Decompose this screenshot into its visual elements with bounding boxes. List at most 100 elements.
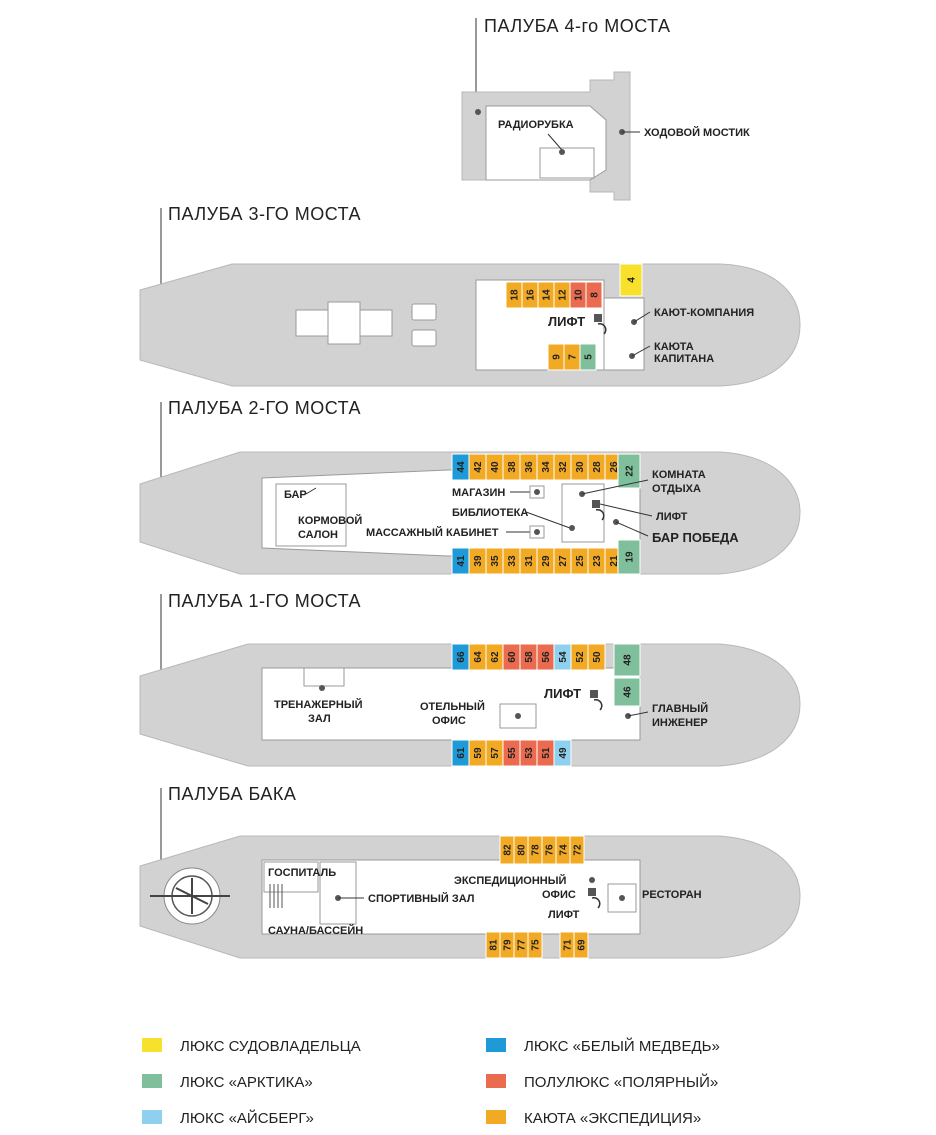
radio-room-label: РАДИОРУБКА: [498, 119, 574, 131]
cabin-79-number: 79: [503, 939, 514, 951]
deck-3-vent-2: [411, 329, 437, 347]
cabin-35-number: 35: [490, 555, 501, 567]
exp-office-label-2: ОФИС: [542, 889, 576, 901]
cabin-77-number: 77: [517, 939, 528, 951]
cabin-53-number: 53: [524, 747, 535, 759]
hospital-room: [263, 861, 319, 893]
hospital-label: ГОСПИТАЛЬ: [268, 867, 336, 879]
cabin-81-number: 81: [489, 939, 500, 951]
radio-room: [539, 147, 595, 179]
cabin-7-number: 7: [568, 354, 579, 360]
deck-3-hatch-cross: [327, 301, 361, 345]
rest-room-label-2: ОТДЫХА: [652, 483, 701, 495]
cabin-41-number: 41: [456, 555, 467, 567]
cabin-26-number: 26: [609, 461, 620, 473]
deck-1-stairs-icon: [593, 698, 603, 711]
deck-2-lift-icon: [592, 500, 600, 508]
hotel-office-label-2: ОФИС: [432, 715, 466, 727]
cabin-48[interactable]: [613, 643, 641, 677]
cabin-59-number: 59: [473, 747, 484, 759]
legend-swatch-expedition: [486, 1110, 506, 1124]
library-leader: [525, 511, 571, 529]
cabin-40-number: 40: [490, 461, 501, 473]
gym-equipment: [303, 667, 345, 687]
chief-engineer-leader: [627, 711, 649, 717]
deck-3-stairs-icon: [597, 322, 607, 335]
cabin-4[interactable]: [619, 263, 643, 297]
deck-1-title: ПАЛУБА 1-ГО МОСТА: [168, 591, 361, 611]
cabin-39-number: 39: [473, 555, 484, 567]
cabin-52-number: 52: [575, 651, 586, 663]
deck-0-lift-icon: [588, 888, 596, 896]
deck-3-lift-label: ЛИФТ: [548, 314, 585, 329]
deck-3-cabin-owner: 4: [619, 263, 643, 297]
legend-swatch-arctic: [142, 1074, 162, 1088]
legend-swatch-polar: [486, 1074, 506, 1088]
bar-label: БАР: [284, 489, 307, 501]
cabin-75[interactable]: [527, 931, 543, 959]
gym-label-2: ЗАЛ: [308, 713, 331, 725]
cabin-72-number: 72: [573, 844, 584, 856]
restaurant-marker: [619, 895, 625, 901]
cabin-46[interactable]: [613, 677, 641, 707]
cabin-29-number: 29: [541, 555, 552, 567]
cabin-69[interactable]: [573, 931, 589, 959]
captain-cabin-label-1: КАЮТА: [654, 341, 694, 353]
cabin-4-number: 4: [627, 277, 638, 283]
cabin-19[interactable]: [617, 539, 641, 575]
cabin-38-number: 38: [507, 461, 518, 473]
cabin-48-number: 48: [623, 654, 634, 666]
pool-grid: [269, 884, 283, 908]
cabin-78-number: 78: [531, 844, 542, 856]
legend-label-expedition: КАЮТА «ЭКСПЕДИЦИЯ»: [524, 1110, 701, 1127]
cabin-18-number: 18: [510, 289, 521, 301]
cabin-22-number: 22: [625, 465, 636, 477]
library-marker: [569, 525, 575, 531]
legend-label-iceberg: ЛЮКС «АЙСБЕРГ»: [180, 1109, 314, 1127]
radio-room-leader: [547, 133, 563, 151]
captain-cabin-label-2: КАПИТАНА: [654, 353, 714, 365]
cabin-5-number: 5: [584, 354, 595, 360]
cabin-64-number: 64: [473, 651, 484, 663]
cabin-51-number: 51: [541, 747, 552, 759]
bar-pobeda-leader: [615, 521, 649, 537]
cabin-31-number: 31: [524, 555, 535, 567]
cabin-49[interactable]: [553, 739, 572, 767]
cabin-5[interactable]: [579, 343, 597, 371]
cabin-30-number: 30: [575, 461, 586, 473]
cabin-9-number: 9: [552, 354, 563, 360]
cabin-50[interactable]: [587, 643, 606, 671]
cabin-69-number: 69: [577, 939, 588, 951]
hotel-office-label-1: ОТЕЛЬНЫЙ: [420, 700, 485, 713]
radio-room-marker: [559, 149, 565, 155]
deck-1-interior: [261, 667, 641, 741]
deck-2-stairs-icon: [595, 508, 605, 521]
wardroom-leader: [633, 311, 651, 323]
gym-marker: [319, 685, 325, 691]
cabin-72[interactable]: [569, 835, 585, 865]
cabin-82-number: 82: [503, 844, 514, 856]
cabin-62-number: 62: [490, 651, 501, 663]
cabin-57-number: 57: [490, 747, 501, 759]
cabin-54-number: 54: [558, 651, 569, 663]
shop-label: МАГАЗИН: [452, 487, 505, 499]
legend-swatch-iceberg: [142, 1110, 162, 1124]
sport-hall-label: СПОРТИВНЫЙ ЗАЛ: [368, 892, 475, 905]
captain-cabin-leader: [631, 345, 651, 357]
cabin-8[interactable]: [585, 281, 603, 309]
wardroom-label: КАЮТ-КОМПАНИЯ: [654, 307, 754, 319]
legend-swatch-owner: [142, 1038, 162, 1052]
cabin-55-number: 55: [507, 747, 518, 759]
cabin-21-number: 21: [609, 555, 620, 567]
cabin-32-number: 32: [558, 461, 569, 473]
bar-pobeda-label: БАР ПОБЕДА: [652, 530, 739, 545]
legend-label-polar: ПОЛУЛЮКС «ПОЛЯРНЫЙ»: [524, 1073, 718, 1091]
rest-room-leader: [581, 479, 649, 495]
cabin-22[interactable]: [617, 453, 641, 489]
